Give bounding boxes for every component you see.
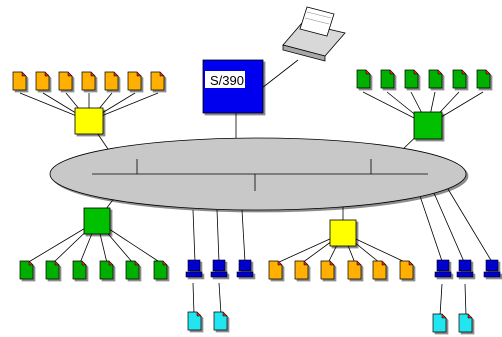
- document-icon: [452, 69, 467, 89]
- document-icon: [150, 71, 165, 91]
- document-icon: [428, 69, 443, 89]
- document-icon: [320, 260, 335, 280]
- document-icon: [187, 311, 202, 331]
- document-icon: [356, 69, 371, 89]
- workstation-icon: [236, 259, 254, 278]
- connection-line: [433, 192, 466, 265]
- connection-line: [192, 209, 196, 263]
- document-icon: [399, 260, 414, 280]
- hub-icon: [74, 107, 104, 135]
- document-icon: [35, 71, 50, 91]
- connection-line: [192, 282, 195, 315]
- connection-line: [447, 188, 493, 263]
- connection-line: [261, 59, 299, 89]
- document-icon: [432, 313, 447, 333]
- connection-line: [419, 195, 444, 265]
- document-icon: [19, 260, 34, 280]
- document-icon: [268, 260, 283, 280]
- document-icon: [458, 313, 473, 333]
- document-icon: [72, 260, 87, 280]
- workstation-icon: [210, 259, 228, 278]
- document-icon: [380, 69, 395, 89]
- document-icon: [127, 71, 142, 91]
- network-nodes: [12, 6, 501, 333]
- connection-line: [241, 209, 246, 263]
- workstation-icon: [483, 259, 501, 278]
- document-icon: [476, 69, 491, 89]
- document-icon: [404, 69, 419, 89]
- hub-icon: [329, 219, 357, 247]
- document-icon: [153, 260, 168, 280]
- token-ring-layer: [49, 137, 467, 211]
- hub-icon: [413, 111, 443, 140]
- workstation-icon: [185, 259, 203, 278]
- connection-line: [439, 283, 443, 317]
- document-icon: [58, 71, 73, 91]
- document-icon: [104, 71, 119, 91]
- mainframe-label: S/390: [210, 73, 244, 88]
- document-icon: [12, 71, 27, 91]
- document-icon: [213, 311, 228, 331]
- connection-line: [216, 209, 220, 263]
- document-icon: [99, 260, 114, 280]
- printer-icon: [282, 6, 346, 62]
- document-icon: [125, 260, 140, 280]
- workstation-icon: [456, 259, 474, 278]
- connection-line: [464, 283, 467, 317]
- document-icon: [81, 71, 96, 91]
- workstation-icon: [434, 259, 452, 278]
- document-icon: [294, 260, 309, 280]
- mainframe-icon: [202, 59, 264, 114]
- document-icon: [45, 260, 60, 280]
- document-icon: [347, 260, 362, 280]
- document-icon: [372, 260, 387, 280]
- connection-line: [218, 282, 222, 315]
- hub-icon: [83, 207, 111, 235]
